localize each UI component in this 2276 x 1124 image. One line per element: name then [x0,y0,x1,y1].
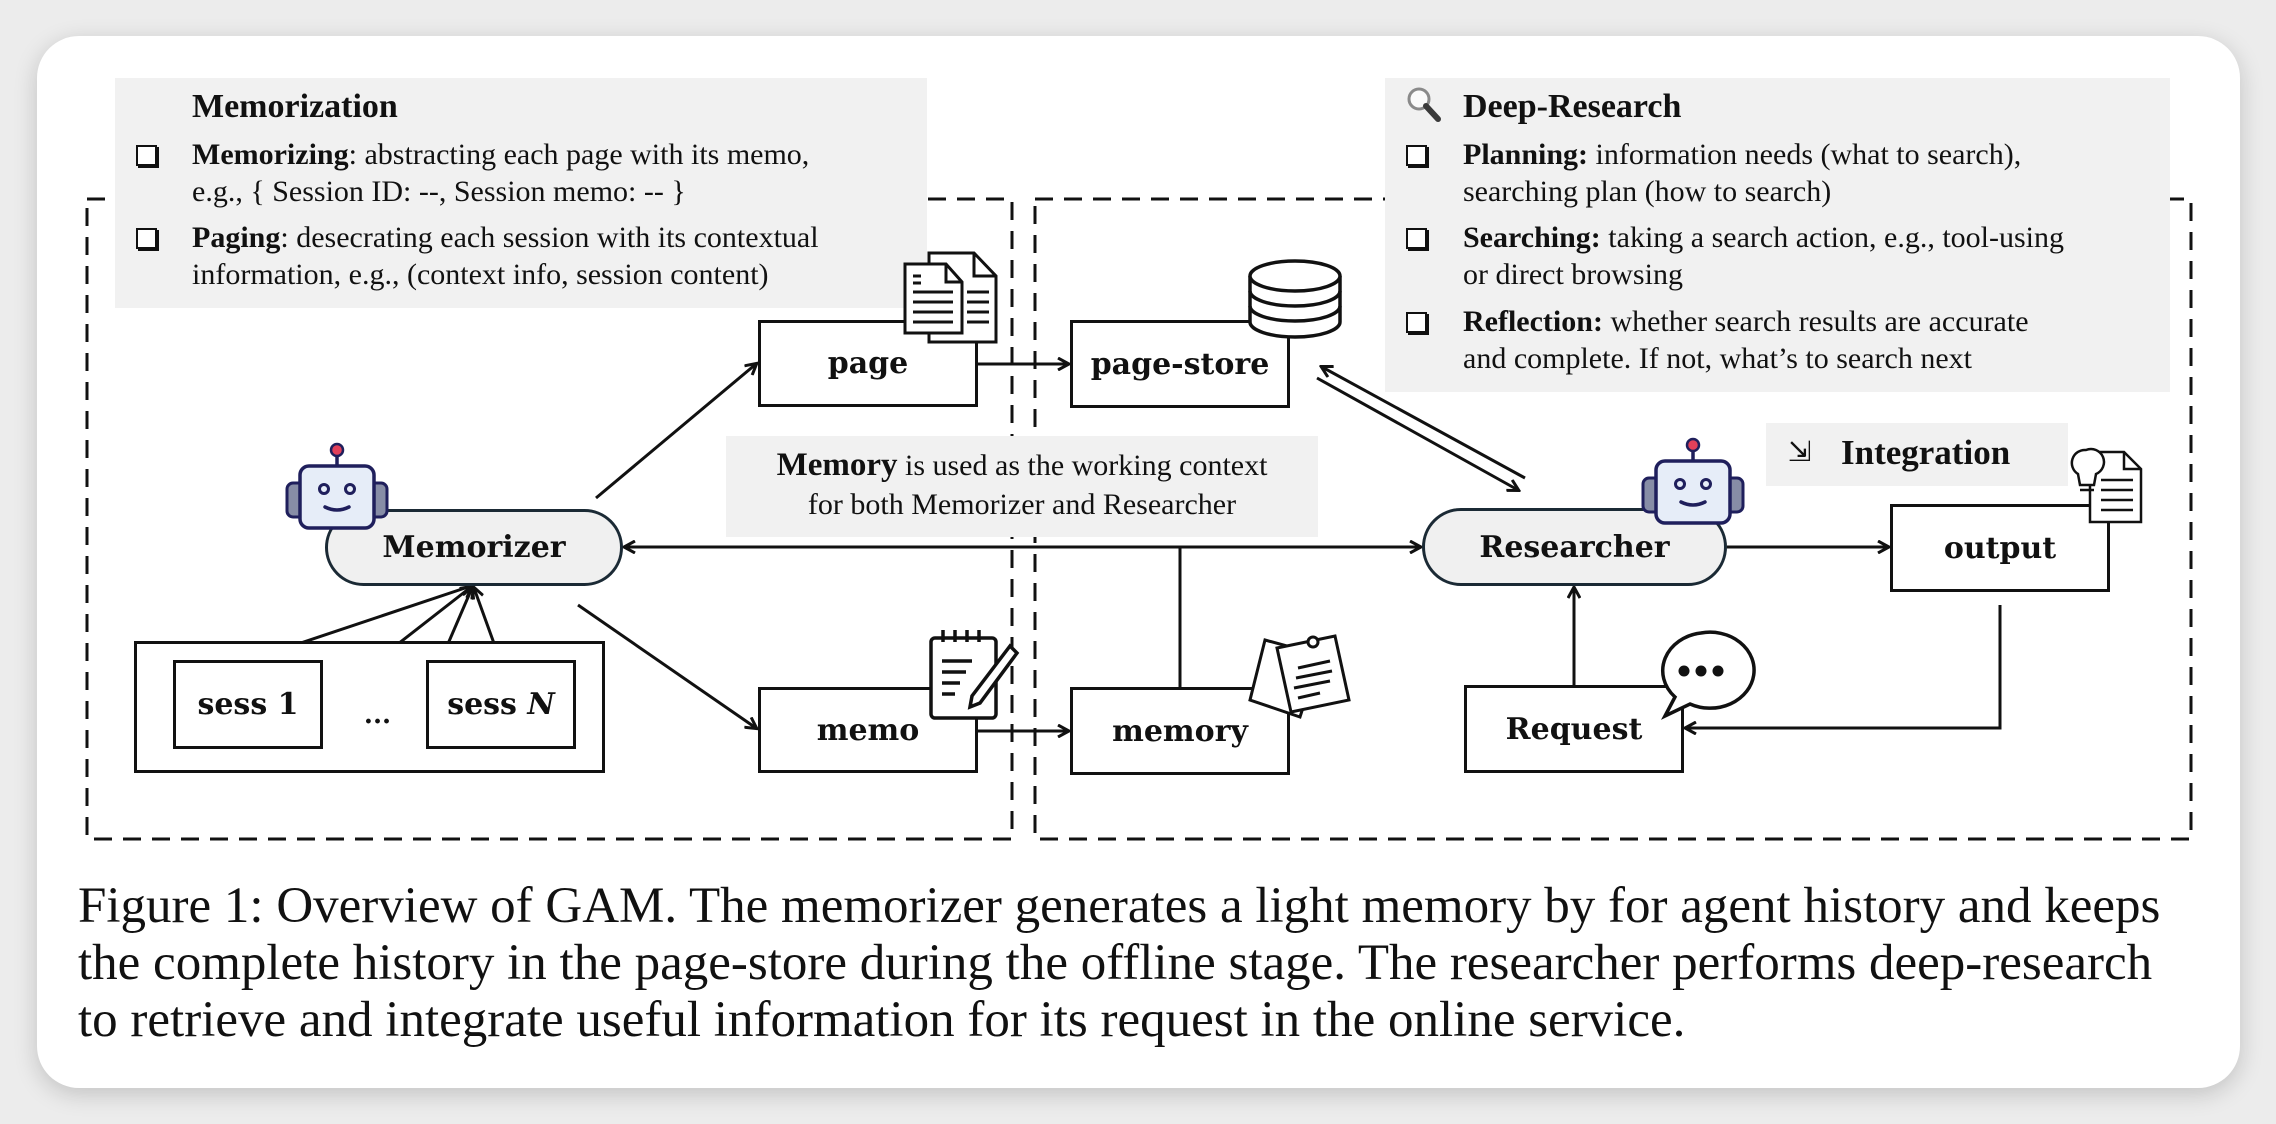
caption-line-3: to retrieve and integrate useful informa… [78,992,1686,1048]
searching-item: Searching: taking a search action, e.g.,… [1463,219,2064,293]
output-node: output [1890,504,2110,592]
magnifier-icon [1407,87,1441,122]
reflection-term: Reflection: [1463,305,1603,338]
deep-research-title: Deep-Research [1463,88,1682,125]
memo-label: memo [816,712,920,748]
memory-label: memory [1112,713,1248,749]
session-n-label: sess N [447,687,555,722]
memorizing-desc-2: e.g., { Session ID: --, Session memo: --… [192,175,686,208]
arrow-pagestore-to-researcher [1316,376,1518,490]
searching-desc-1: taking a search action, e.g., tool-using [1600,221,2064,254]
deep-research-panel: Deep-Research Planning: information need… [1385,78,2170,392]
checkbox-icon [1406,145,1427,166]
sessions-ellipsis: ... [363,700,392,730]
researcher-label: Researcher [1479,529,1670,565]
checkbox-icon [1406,228,1427,249]
session-n-node: sess N [426,660,576,749]
checkbox-icon [1406,312,1427,333]
memory-note-line2: for both Memorizer and Researcher [807,488,1237,521]
memorizer-node: Memorizer [325,509,623,586]
arrow-output-to-request [1686,605,2002,728]
memo-node: memo [758,687,978,773]
memory-note: Memory is used as the working context fo… [726,436,1318,537]
searching-term: Searching: [1463,221,1601,254]
memorization-title: Memorization [192,88,398,125]
memorizing-desc-1: abstracting each page with its memo, [364,138,810,171]
paging-desc-2: information, e.g., (context info, sessio… [192,258,769,291]
integration-title: Integration [1841,433,2011,472]
checkbox-icon [136,228,157,249]
planning-desc-2: searching plan (how to search) [1463,175,1832,208]
arrow-memorizer-to-memo [577,603,756,728]
output-label: output [1943,530,2057,566]
arrow-down-right-icon: ⇲ [1788,435,1812,468]
memorizing-item: Memorizing: abstracting each page with i… [192,136,809,210]
memorizer-label: Memorizer [382,530,566,565]
reflection-desc-2: and complete. If not, what’s to search n… [1463,342,1973,375]
planning-item: Planning: information needs (what to sea… [1463,136,2021,210]
paging-desc-1: desecrating each session with its contex… [296,221,819,254]
page-node: page [758,320,978,407]
memorizing-term: Memorizing [192,138,349,171]
session-1-label: sess 1 [197,687,299,722]
request-node: Request [1464,685,1684,773]
researcher-node: Researcher [1422,508,1727,586]
integration-label: ⇲ Integration [1766,423,2068,486]
memory-note-line1: is used as the working context [897,449,1268,482]
planning-desc-1: information needs (what to search), [1588,138,2022,171]
memory-node: memory [1070,687,1290,775]
page-store-label: page-store [1090,346,1270,382]
caption-line-2: the complete history in the page-store d… [78,935,2153,991]
separator: : [348,138,365,171]
caption-line-1: Figure 1: Overview of GAM. The memorizer… [78,878,2161,934]
session-n-prefix: sess [447,687,528,722]
checkbox-icon [136,145,157,166]
arrow-researcher-to-pagestore [1322,367,1526,480]
page-label: page [827,346,909,381]
reflection-item: Reflection: whether search results are a… [1463,303,2029,377]
figure-caption: Figure 1: Overview of GAM. The memorizer… [78,878,2208,1049]
memory-note-bold: Memory [776,447,898,483]
request-label: Request [1505,711,1643,747]
reflection-desc-1: whether search results are accurate [1602,305,2029,338]
separator: : [280,221,297,254]
searching-desc-2: or direct browsing [1463,258,1683,291]
memorization-panel: Memorization Memorizing: abstracting eac… [115,78,927,308]
session-1-node: sess 1 [173,660,323,749]
session-n-var: N [527,687,555,722]
planning-term: Planning: [1463,138,1589,171]
paging-term: Paging [192,221,281,254]
arrow-memorizer-to-page [595,364,756,500]
page-store-node: page-store [1070,320,1290,408]
paging-item: Paging: desecrating each session with it… [192,219,819,293]
